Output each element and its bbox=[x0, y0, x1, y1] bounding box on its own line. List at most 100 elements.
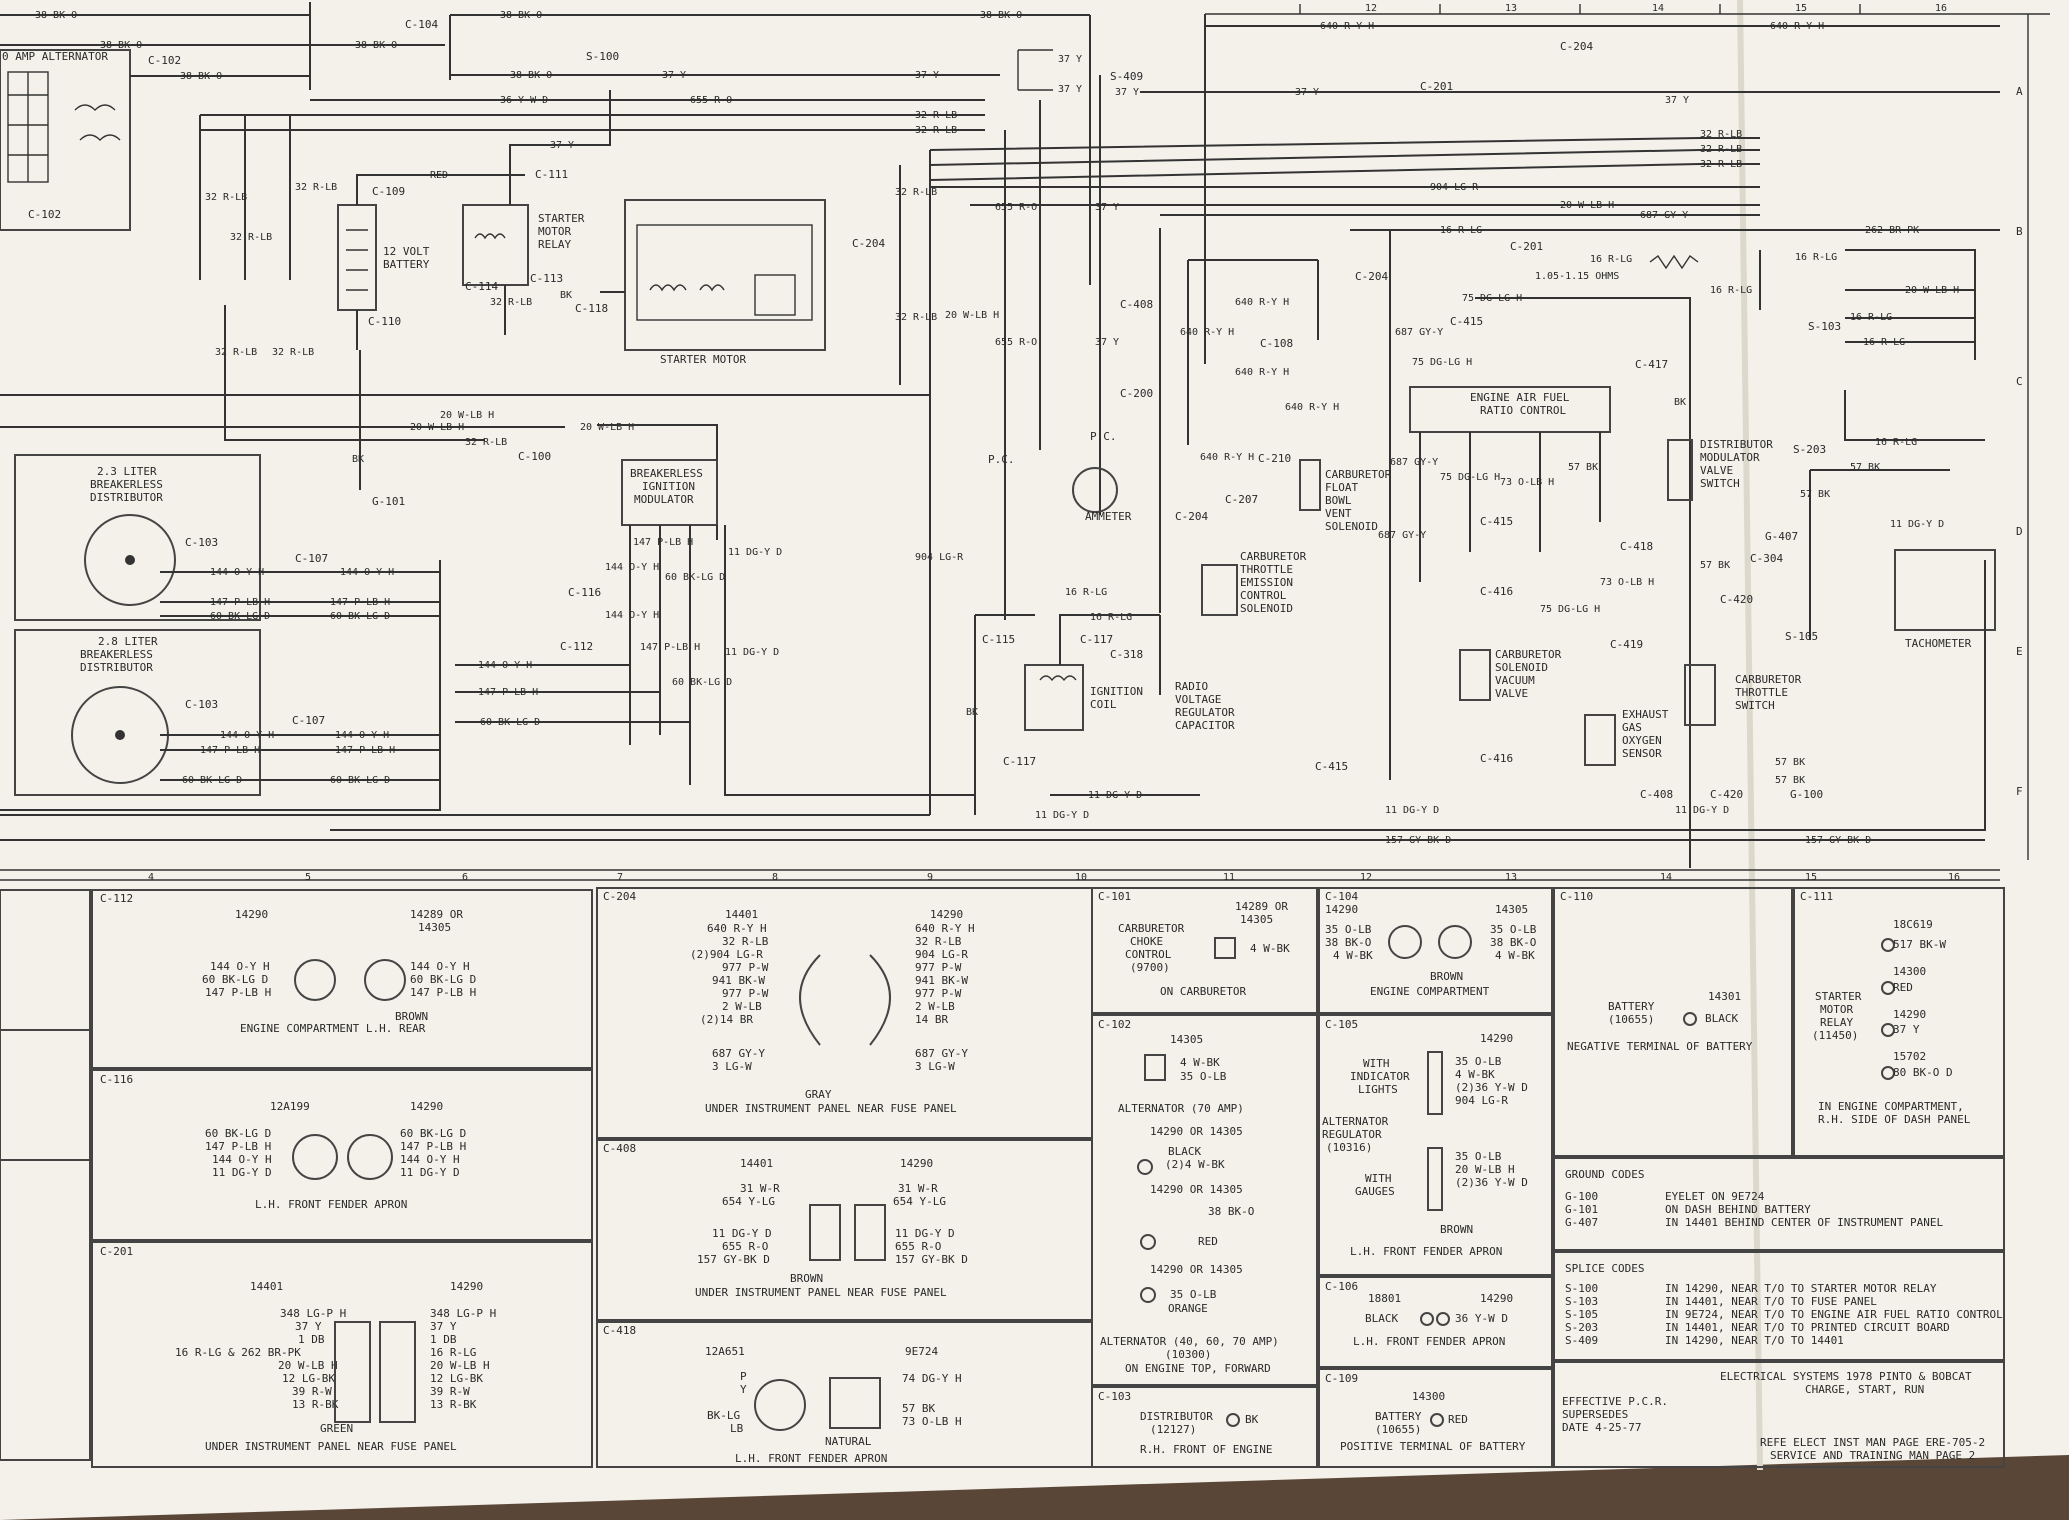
wire-label: 16 R-LG bbox=[1590, 254, 1632, 265]
c201-label-mid: C-201 bbox=[1510, 240, 1543, 253]
label-ground_codes-rows-0-d: EYELET ON 9E724 bbox=[1665, 1190, 1765, 1203]
label-panels-c204-color: GRAY bbox=[805, 1088, 832, 1101]
efc-label-1: ENGINE AIR FUEL bbox=[1470, 391, 1570, 404]
wire-label: 147 P-LB H bbox=[640, 642, 700, 653]
label-panels-c104-left-0: 35 O-LB bbox=[1325, 923, 1372, 936]
g100-label: G-100 bbox=[1790, 788, 1823, 801]
c204-label-left: C-204 bbox=[1175, 510, 1208, 523]
label-panels-c102-code2: 14290 OR 14305 bbox=[1150, 1125, 1243, 1138]
wire-label: 20 W-LB H bbox=[580, 422, 634, 433]
label-panels-c106-loc: L.H. FRONT FENDER APRON bbox=[1353, 1335, 1505, 1348]
starter-motor: STARTER MOTOR bbox=[600, 199, 826, 366]
wire-label: 37 Y bbox=[662, 70, 686, 81]
label-panels-c408-left-3: 655 R-O bbox=[722, 1240, 768, 1253]
wire-label: 640 R-Y H bbox=[1285, 402, 1339, 413]
label-panels-c104-loc: ENGINE COMPARTMENT bbox=[1370, 985, 1490, 998]
label-panels-c101-id: C-101 bbox=[1098, 890, 1131, 903]
panel-c104: C-104 14290 14305 35 O-LB 38 BK-O 4 W-BK… bbox=[1318, 887, 1553, 1014]
label-panels-c418-id: C-418 bbox=[603, 1324, 636, 1337]
wire-label: 640 R-Y H bbox=[1180, 327, 1234, 338]
wire-label: 687 GY-Y bbox=[1390, 457, 1438, 468]
wire-label: 32 R-LB bbox=[215, 347, 257, 358]
left-bus: 32 R-LB 32 R-LB 32 R-LB 32 R-LB 32 R-LB … bbox=[0, 115, 931, 508]
top-wire-bus: 38 BK-O 38 BK-O 38 BK-O S-100 37 Y 37 Y … bbox=[200, 10, 2000, 364]
grid-top-14: 14 bbox=[1652, 3, 1664, 14]
carburetor-solenoids: 640 R-Y H 640 R-Y H C-108 640 R-Y H 640 … bbox=[1175, 259, 1392, 616]
vent-label-5: SOLENOID bbox=[1325, 520, 1378, 533]
label-panels-c204-right-4: 941 BK-W bbox=[915, 974, 968, 987]
label-panels-c116-left-3: 11 DG-Y D bbox=[212, 1166, 272, 1179]
c207-label: C-207 bbox=[1225, 493, 1258, 506]
oxygen-label-2: GAS bbox=[1622, 721, 1642, 734]
label-panels-c110-loc: NEGATIVE TERMINAL OF BATTERY bbox=[1567, 1040, 1753, 1053]
label-panels-c418-left_code: 12A651 bbox=[705, 1345, 745, 1358]
emission-label-5: SOLENOID bbox=[1240, 602, 1293, 615]
vent-label-1: CARBURETOR bbox=[1325, 468, 1392, 481]
label-panels-c408-right-1: 654 Y-LG bbox=[893, 1195, 946, 1208]
pc-label-2: P.C. bbox=[1090, 430, 1117, 443]
stub-box-3 bbox=[0, 1159, 91, 1461]
wire-label: 16 R-LG bbox=[1850, 312, 1892, 323]
wire-label: 20 W-LB H bbox=[410, 422, 464, 433]
s409-label: S-409 bbox=[1110, 70, 1143, 83]
label-panels-c204-left-6: 2 W-LB bbox=[722, 1000, 762, 1013]
wire-label: 57 BK bbox=[1800, 489, 1830, 500]
label-splice_codes-rows-2-d: IN 9E724, NEAR T/O TO ENGINE AIR FUEL RA… bbox=[1665, 1308, 2003, 1321]
label-panels-c102-black: BLACK bbox=[1168, 1145, 1201, 1158]
wire-label: 640 R-Y H bbox=[1200, 452, 1254, 463]
c107-label-1: C-107 bbox=[295, 552, 328, 565]
label-panels-c201-right-5: 12 LG-BK bbox=[430, 1372, 483, 1385]
grid-mid-7: 7 bbox=[617, 872, 623, 883]
label-panels-c116-left-2: 144 O-Y H bbox=[212, 1153, 272, 1166]
wire-label: RED bbox=[430, 170, 448, 181]
g101-label: G-101 bbox=[372, 495, 405, 508]
wire-label: 37 Y bbox=[1295, 87, 1319, 98]
label-panels-c418-right-1: 57 BK bbox=[902, 1402, 935, 1415]
wire-38bk-top: 38 BK-O bbox=[35, 10, 77, 21]
label-panels-c201-right-7: 13 R-BK bbox=[430, 1398, 477, 1411]
label-panels-c408-right-2: 11 DG-Y D bbox=[895, 1227, 955, 1240]
label-panels-c109-id: C-109 bbox=[1325, 1372, 1358, 1385]
label-panels-c106-wire: 36 Y-W D bbox=[1455, 1312, 1508, 1325]
wire-label: 147 P-LB H bbox=[210, 597, 270, 608]
label-panels-c201-right-3: 16 R-LG bbox=[430, 1346, 476, 1359]
label-panels-c104-left-2: 4 W-BK bbox=[1333, 949, 1373, 962]
wire-label: 11 DG-Y D bbox=[1385, 805, 1439, 816]
c118-label: C-118 bbox=[575, 302, 608, 315]
wire-label: 20 W-LB H bbox=[1560, 200, 1614, 211]
label-panels-c111-items-0-code: 18C619 bbox=[1893, 918, 1933, 931]
starter-motor-relay: STARTER MOTOR RELAY C-111 C-113 C-114 BK… bbox=[462, 90, 611, 335]
ground-codes-table: GROUND CODES G-100 EYELET ON 9E724 G-101… bbox=[1553, 1157, 2005, 1251]
label-panels-c204-right_code: 14290 bbox=[930, 908, 963, 921]
label-panels-c204-right-6: 2 W-LB bbox=[915, 1000, 955, 1013]
throttle-label-3: SWITCH bbox=[1735, 699, 1775, 712]
grid-mid-14: 14 bbox=[1660, 872, 1672, 883]
alternator: 0 AMP ALTERNATOR C-102 C-102 bbox=[0, 49, 181, 231]
label-panels-c104-left-1: 38 BK-O bbox=[1325, 936, 1371, 949]
c204-label-mid: C-204 bbox=[852, 237, 885, 250]
wire-label: 37 Y bbox=[1665, 95, 1689, 106]
wire-label: 262 BR-PK bbox=[1865, 225, 1919, 236]
label-panels-c408-right-0: 31 W-R bbox=[898, 1182, 938, 1195]
c116-label: C-116 bbox=[568, 586, 601, 599]
emission-label-4: CONTROL bbox=[1240, 589, 1287, 602]
grid-row-c: C bbox=[2016, 375, 2023, 388]
wire-label: 904 LG-R bbox=[915, 552, 964, 563]
label-panels-c102-w1: 4 W-BK bbox=[1180, 1056, 1220, 1069]
label-panels-c204-right2-1: 3 LG-W bbox=[915, 1060, 955, 1073]
label-panels-c104-color: BROWN bbox=[1430, 970, 1463, 983]
label-panels-c103-id: C-103 bbox=[1098, 1390, 1131, 1403]
label-panels-c109-loc: POSITIVE TERMINAL OF BATTERY bbox=[1340, 1440, 1526, 1453]
label-panels-c110-title-1: (10655) bbox=[1608, 1013, 1654, 1026]
paper-fold bbox=[1737, 0, 1763, 1471]
label-panels-c106-id: C-106 bbox=[1325, 1280, 1358, 1293]
label-panels-c104-code2: 14305 bbox=[1495, 903, 1528, 916]
wire-label: 32 R-LB bbox=[230, 232, 272, 243]
wire-label: 640 R-Y H bbox=[1235, 367, 1289, 378]
label-panels-c408-left-0: 31 W-R bbox=[740, 1182, 780, 1195]
label-panels-c105-id: C-105 bbox=[1325, 1018, 1358, 1031]
panel-c101: C-101 CARBURETOR CHOKE CONTROL (9700) 14… bbox=[1091, 887, 1318, 1014]
label-panels-c112-right-2: 147 P-LB H bbox=[410, 986, 476, 999]
label-panels-c106-code2: 14290 bbox=[1480, 1292, 1513, 1305]
wire-label: 60 BK-LG D bbox=[330, 775, 390, 786]
